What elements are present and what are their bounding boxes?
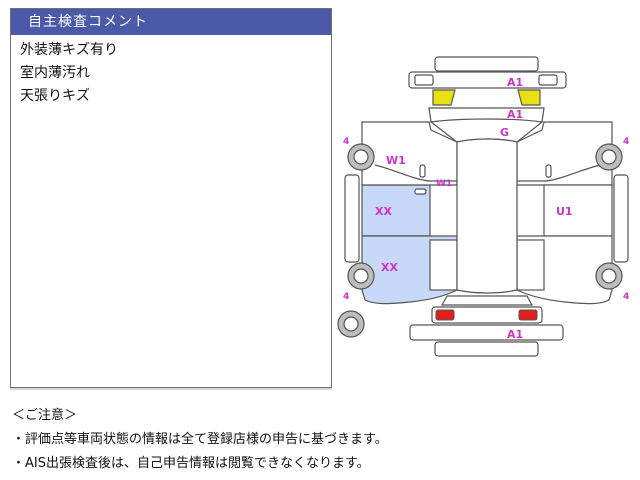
tire-front-right [595,143,623,171]
notes-line: ・AIS出張検査後は、自己申告情報は閲覧できなくなります。 [12,456,370,471]
left-fender-line [374,164,457,182]
left-side-sill [344,174,360,263]
front-roof-edge [434,56,539,72]
label-right-door: U1 [556,205,573,218]
right-fender-line [517,164,601,182]
right-side-sill [613,174,629,263]
left-mirror [419,164,426,178]
notes-heading: ＜ご注意＞ [12,408,78,423]
right-front-door [543,184,613,237]
comment-item: 室内薄汚れ [20,65,90,81]
right-mirror [545,164,552,178]
notes-line: ・評価点等車両状態の情報は全て登録店様の申告に基づきます。 [12,432,388,447]
label-front-bumper: A1 [507,76,523,89]
front-left-lamp [414,74,434,86]
rear-bumper [409,324,564,341]
vehicle-condition-diagram: A1 A1 G W1 W1 XX XX U1 A1 4 4 4 4 [337,56,629,357]
label-left-front-fender: W1 [386,154,406,167]
label-tire-front-left: 4 [343,137,349,147]
tire-rear-left [347,262,375,290]
spare-tire [337,310,365,338]
comment-item: 天張りキズ [20,88,90,104]
label-left-front-door: XX [375,205,392,218]
roof [456,138,518,294]
tire-front-left [347,143,375,171]
notes-section: ＜ご注意＞ ・評価点等車両状態の情報は全て登録店様の申告に基づきます。 ・AIS… [12,404,388,476]
label-tire-rear-left: 4 [343,292,349,302]
rear-panel [431,306,543,324]
comment-panel-title: 自主検査コメント [11,9,331,35]
front-bumper [408,71,567,89]
comment-item: 外装薄キズ有り [20,42,118,58]
front-right-headlamp [517,89,541,106]
tire-rear-right [595,262,623,290]
rear-right-lamp [518,309,538,321]
label-rear-bumper: A1 [507,328,523,341]
front-right-lamp [538,74,558,86]
label-tire-front-right: 4 [623,137,629,147]
right-rear-quarter-window [516,239,545,291]
label-hood: G [500,126,509,139]
left-rear-quarter-window [429,239,458,291]
label-front-lower: A1 [507,108,523,121]
left-door-handle [414,188,427,195]
label-left-front-door-edge: W1 [436,179,452,189]
rear-lower-step [434,341,539,357]
label-tire-rear-right: 4 [623,292,629,302]
rear-gate [440,295,534,306]
self-inspection-comment-panel: 自主検査コメント 外装薄キズ有り 室内薄汚れ 天張りキズ [10,8,332,388]
comment-list: 外装薄キズ有り 室内薄汚れ 天張りキズ [11,35,331,108]
label-left-rear-door: XX [381,261,398,274]
rear-left-lamp [435,309,455,321]
front-left-headlamp [432,89,456,106]
